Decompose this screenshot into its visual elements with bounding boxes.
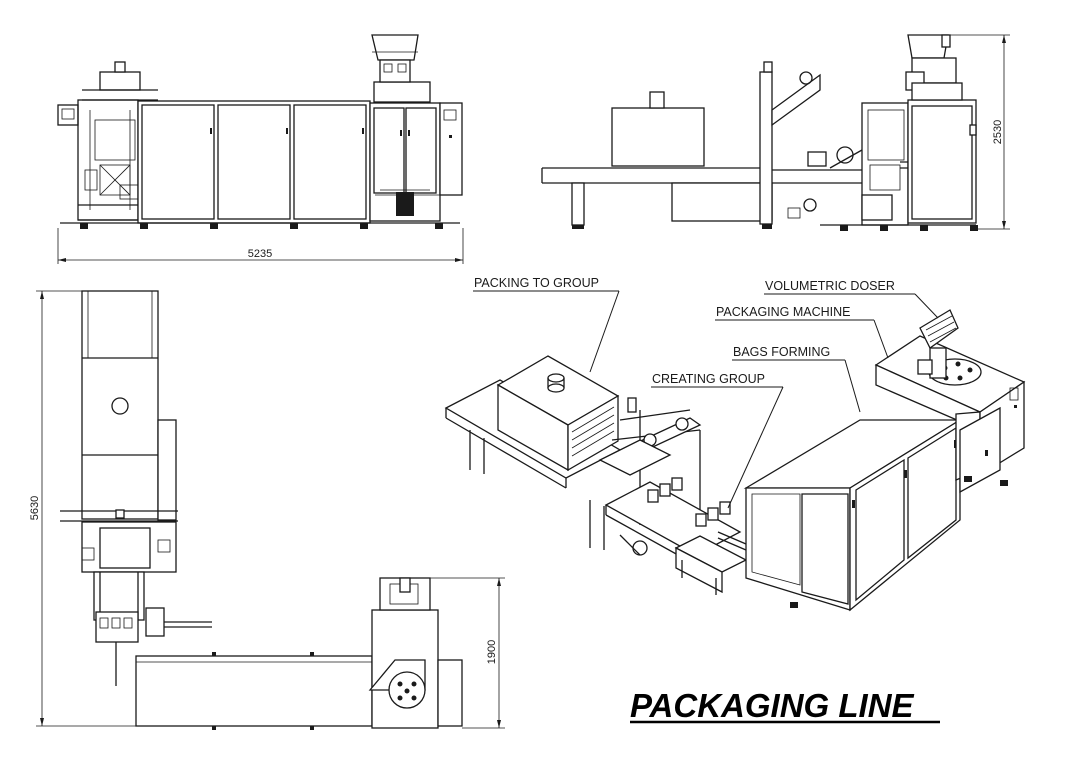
label-volumetric-doser: VOLUMETRIC DOSER	[765, 279, 895, 293]
label-creating-group: CREATING GROUP	[652, 372, 765, 386]
label-bags-forming: BAGS FORMING	[733, 345, 830, 359]
dim-side-height: 2530	[992, 120, 1004, 144]
callouts: PACKING TO GROUP VOLUMETRIC DOSER PACKAG…	[473, 276, 939, 509]
label-packaging-machine: PACKAGING MACHINE	[716, 305, 851, 319]
isometric-view	[444, 309, 1026, 612]
label-packing-to-group: PACKING TO GROUP	[474, 276, 599, 290]
drawing-title: PACKAGING LINE	[630, 687, 915, 724]
dim-front-length: 5235	[248, 248, 272, 260]
side-view: 2530	[541, 34, 1010, 231]
title-block: PACKAGING LINE	[630, 687, 940, 724]
top-view: 5630 1900	[29, 290, 505, 730]
front-view: 5235	[57, 34, 464, 264]
dim-top-length: 5630	[29, 496, 41, 520]
dim-top-width: 1900	[486, 640, 498, 664]
